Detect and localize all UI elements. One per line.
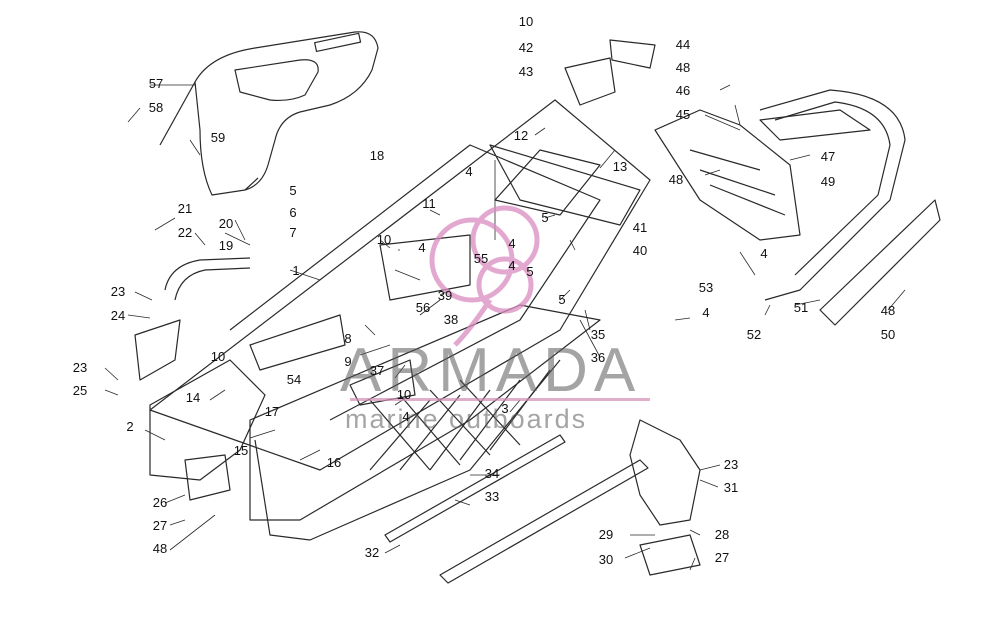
callout-10: 10 xyxy=(518,14,534,29)
callout-48: 48 xyxy=(675,60,691,75)
callout-21: 21 xyxy=(177,201,193,216)
callout-2: 2 xyxy=(126,419,134,434)
callout-16: 16 xyxy=(326,455,342,470)
callout-5: 5 xyxy=(558,292,566,307)
callout-47: 47 xyxy=(820,149,836,164)
footrest-right xyxy=(629,419,701,576)
callout-36: 36 xyxy=(590,350,606,365)
callout-4: 4 xyxy=(465,164,473,179)
callout-23: 23 xyxy=(72,360,88,375)
callout-23: 23 xyxy=(723,457,739,472)
callout-41: 41 xyxy=(632,220,648,235)
callout-46: 46 xyxy=(675,83,691,98)
callout-48: 48 xyxy=(668,172,684,187)
callout-30: 30 xyxy=(598,552,614,567)
callout-56: 56 xyxy=(415,300,431,315)
callout-38: 38 xyxy=(443,312,459,327)
callout-26: 26 xyxy=(152,495,168,510)
callout-18: 18 xyxy=(369,148,385,163)
callout-4: 4 xyxy=(508,258,516,273)
callout-15: 15 xyxy=(233,443,249,458)
callout-53: 53 xyxy=(698,280,714,295)
callout-5: 5 xyxy=(289,183,297,198)
callout-54: 54 xyxy=(286,372,302,387)
callout-49: 49 xyxy=(820,174,836,189)
callout-3: 3 xyxy=(501,401,509,416)
callout-1: 1 xyxy=(292,263,300,278)
callout-5: 5 xyxy=(526,264,534,279)
tunnel-frame xyxy=(149,99,651,541)
callout-4: 4 xyxy=(402,409,410,424)
callout-11: 11 xyxy=(422,196,436,211)
callout-52: 52 xyxy=(746,327,762,342)
callout-4: 4 xyxy=(418,240,426,255)
callout-39: 39 xyxy=(437,288,453,303)
callout-17: 17 xyxy=(264,404,280,419)
callout-13: 13 xyxy=(612,159,628,174)
callout-10: 10 xyxy=(210,349,226,364)
callout-55: 55 xyxy=(473,251,489,266)
callout-27: 27 xyxy=(152,518,168,533)
callout-29: 29 xyxy=(598,527,614,542)
callout-10: 10 xyxy=(396,387,412,402)
grab-handle xyxy=(164,257,251,301)
chassis-bracing xyxy=(369,369,551,471)
callout-35: 35 xyxy=(590,327,606,342)
callout-48: 48 xyxy=(152,541,168,556)
callout-9: 9 xyxy=(344,354,352,369)
watermark-title: ARMADA xyxy=(340,336,642,405)
callout-7: 7 xyxy=(289,225,297,240)
callout-12: 12 xyxy=(513,128,529,143)
rear-bumper xyxy=(759,89,941,326)
callout-28: 28 xyxy=(714,527,730,542)
callout-4: 4 xyxy=(760,246,768,261)
rear-housing xyxy=(654,109,801,241)
callout-25: 25 xyxy=(72,383,88,398)
callout-58: 58 xyxy=(148,100,164,115)
callout-4: 4 xyxy=(508,236,516,251)
callout-37: 37 xyxy=(369,363,385,378)
callout-22: 22 xyxy=(177,225,193,240)
callout-45: 45 xyxy=(675,107,691,122)
callout-42: 42 xyxy=(518,40,534,55)
left-side-panel xyxy=(134,319,266,501)
callout-20: 20 xyxy=(218,216,234,231)
callout-24: 24 xyxy=(110,308,126,323)
rails xyxy=(384,434,649,584)
callout-44: 44 xyxy=(675,37,691,52)
watermark-subtitle: marine outboards xyxy=(345,404,588,434)
callout-19: 19 xyxy=(218,238,234,253)
top-brackets xyxy=(564,39,656,106)
callout-14: 14 xyxy=(185,390,201,405)
seat xyxy=(159,31,379,196)
callout-43: 43 xyxy=(518,64,534,79)
callout-40: 40 xyxy=(632,243,648,258)
callout-8: 8 xyxy=(344,331,352,346)
callout-6: 6 xyxy=(289,205,297,220)
callout-48: 48 xyxy=(880,303,896,318)
callout-50: 50 xyxy=(880,327,896,342)
callout-27: 27 xyxy=(714,550,730,565)
callout-10: 10 xyxy=(376,232,392,247)
callout-33: 33 xyxy=(484,489,500,504)
watermark-underline xyxy=(350,398,650,401)
callout-51: 51 xyxy=(793,300,809,315)
callout-32: 32 xyxy=(364,545,380,560)
callout-31: 31 xyxy=(723,480,739,495)
callout-4: 4 xyxy=(702,305,710,320)
callout-23: 23 xyxy=(110,284,126,299)
callout-34: 34 xyxy=(484,466,500,481)
callout-57: 57 xyxy=(148,76,164,91)
callout-5: 5 xyxy=(541,210,549,225)
callout-59: 59 xyxy=(210,130,226,145)
